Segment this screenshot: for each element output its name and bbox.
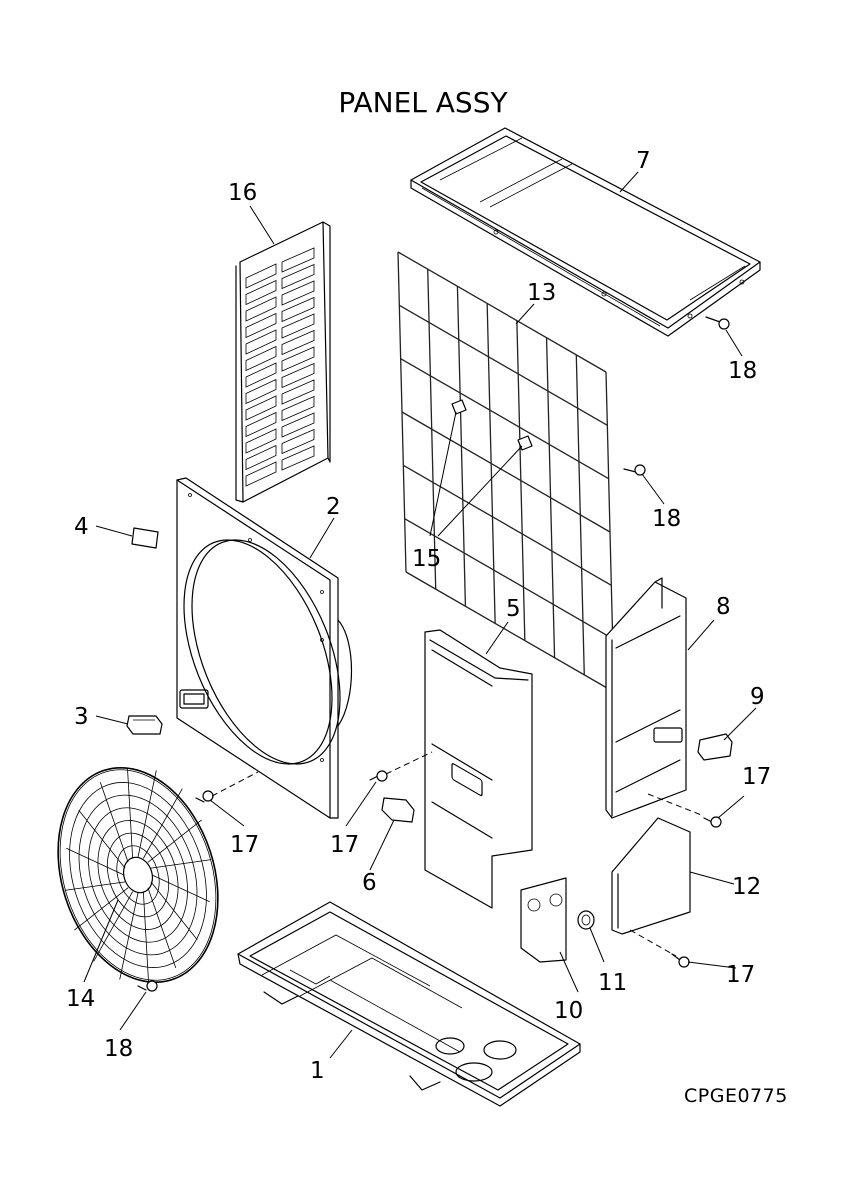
screw-18-top — [705, 316, 730, 330]
part-2-front-panel — [176, 477, 352, 819]
callout-4: 4 — [74, 514, 89, 540]
callout-16: 16 — [228, 180, 257, 206]
callout-18-top: 18 — [728, 358, 757, 384]
callout-11: 11 — [598, 970, 627, 996]
callout-18-guard: 18 — [652, 506, 681, 532]
callout-2: 2 — [326, 494, 341, 520]
screw-18-bottom — [137, 980, 158, 992]
part-4-label — [131, 527, 159, 549]
callout-9: 9 — [750, 684, 765, 710]
part-9-handle — [697, 733, 733, 761]
screw-17-center — [369, 770, 388, 782]
screw-17-right — [703, 816, 722, 828]
callout-10: 10 — [554, 998, 583, 1024]
callout-15: 15 — [412, 546, 441, 572]
part-3-handle — [126, 715, 163, 735]
screw-18-guard — [623, 464, 646, 476]
part-7-top-panel — [410, 127, 761, 337]
callout-17-left: 17 — [230, 832, 259, 858]
callout-13: 13 — [527, 280, 556, 306]
callout-17-bottom: 17 — [726, 962, 755, 988]
part-10-bracket — [520, 877, 567, 963]
callout-1: 1 — [310, 1058, 325, 1084]
callout-8: 8 — [716, 594, 731, 620]
callout-labels: 7 16 13 18 18 2 4 15 5 8 9 3 17 17 17 6 … — [66, 148, 771, 1084]
part-11-grommet — [577, 910, 595, 930]
diagram-title: PANEL ASSY — [338, 86, 508, 119]
part-12-small-panel — [611, 817, 691, 935]
part-16-side-grille — [235, 221, 331, 503]
part-6-handle — [381, 797, 415, 823]
part-14-fan-guard — [57, 766, 219, 984]
callout-7: 7 — [636, 148, 651, 174]
part-5-service-panel — [424, 629, 533, 909]
callout-14: 14 — [66, 986, 95, 1012]
assembly-lines — [211, 751, 705, 957]
callout-18-bottom: 18 — [104, 1036, 133, 1062]
callout-3: 3 — [74, 704, 89, 730]
callout-17-right: 17 — [742, 764, 771, 790]
callout-6: 6 — [362, 870, 377, 896]
screw-17-bottom — [671, 953, 690, 968]
callout-5: 5 — [506, 596, 521, 622]
callout-12: 12 — [732, 874, 761, 900]
leader-lines — [83, 171, 757, 1059]
callout-17-center: 17 — [330, 832, 359, 858]
part-15-clips — [451, 399, 533, 451]
part-8-side-panel — [605, 577, 687, 819]
drawing-code: CPGE0775 — [684, 1085, 788, 1107]
part-13-wire-guard — [397, 251, 615, 693]
part-1-base-pan — [237, 901, 581, 1107]
